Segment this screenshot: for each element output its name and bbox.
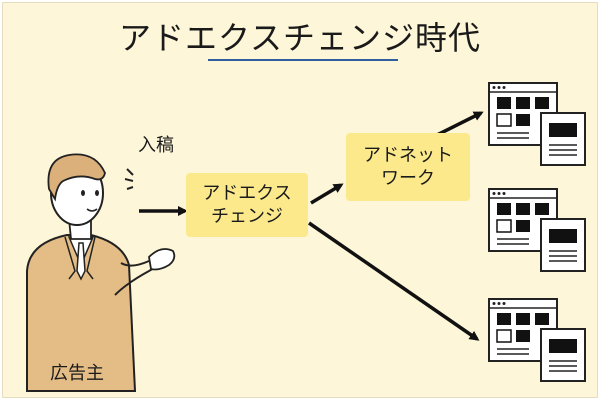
ad-exchange-node: アドエクス チェンジ xyxy=(186,173,308,237)
page-title: アドエクスチェンジ時代 xyxy=(118,19,482,57)
title-underline xyxy=(208,59,398,61)
diagram-canvas: アドエクスチェンジ時代 xyxy=(2,2,598,398)
arrow-exchange-to-network xyxy=(310,183,344,205)
advertiser-label: 広告主 xyxy=(50,363,104,384)
ad-network-node: アドネット ワーク xyxy=(346,133,470,201)
ad-network-label: アドネット ワーク xyxy=(363,144,453,189)
businessman-icon xyxy=(26,153,176,392)
ad-exchange-label: アドエクス チェンジ xyxy=(202,182,292,227)
submission-label: 入稿 xyxy=(138,135,174,156)
webpage-icon xyxy=(488,298,586,382)
arrow-exchange-to-site-bottom xyxy=(308,221,480,341)
webpage-icon xyxy=(488,82,586,166)
websites-layer xyxy=(488,82,586,382)
webpage-icon xyxy=(488,188,586,272)
arrow-network-to-site-top xyxy=(436,111,484,137)
arrows-layer xyxy=(139,111,484,341)
